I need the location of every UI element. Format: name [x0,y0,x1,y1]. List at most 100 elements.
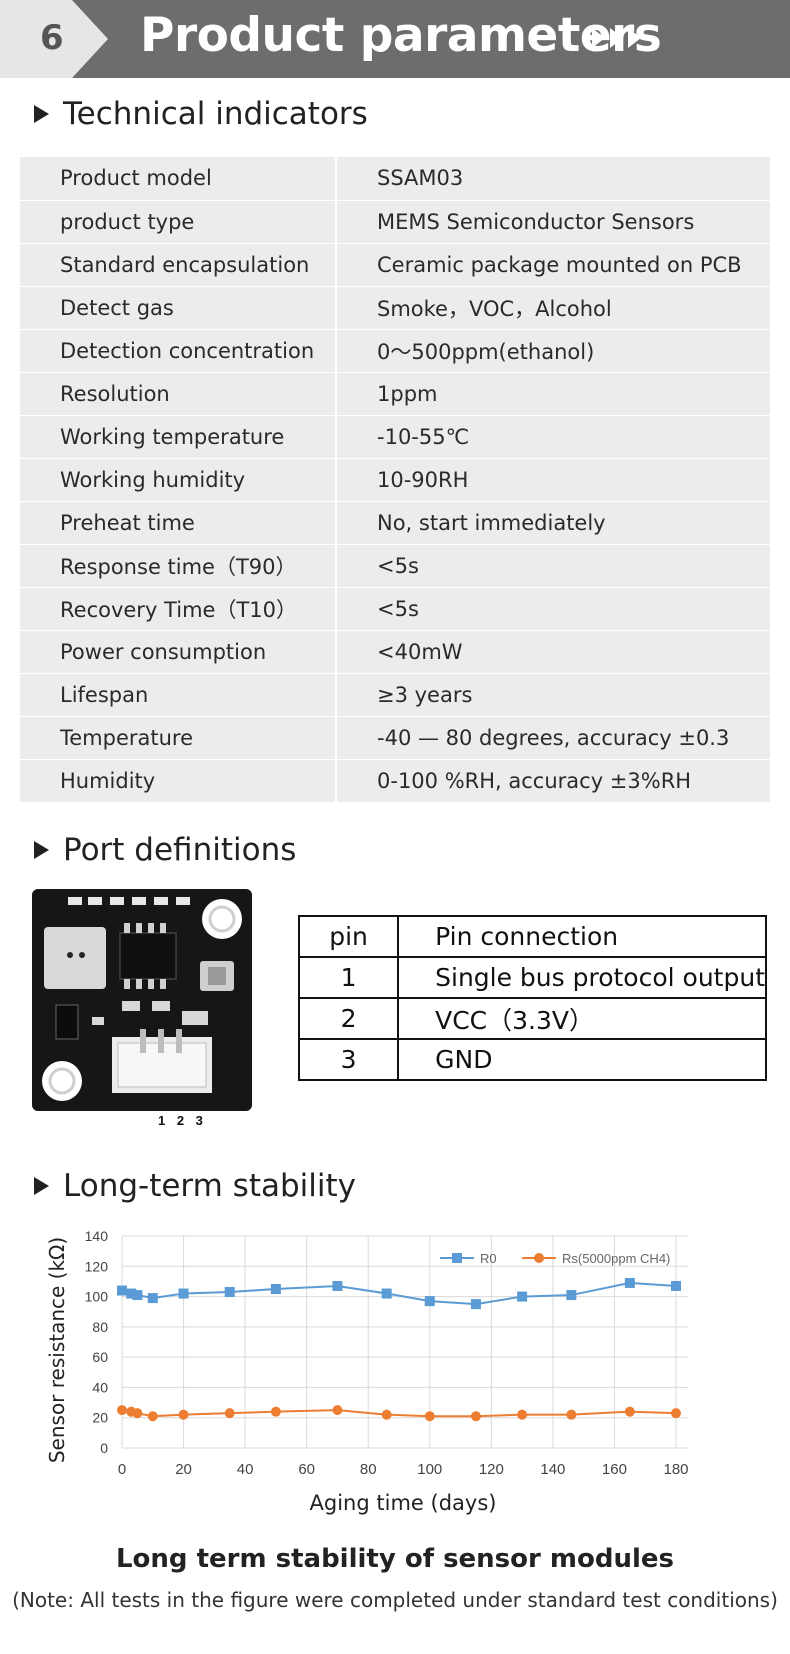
y-tick-label: 100 [85,1289,109,1305]
data-point [270,1284,281,1294]
spec-key: Working temperature [20,415,337,459]
x-tick-label: 40 [237,1461,254,1478]
triangle-right-icon [34,841,49,859]
data-point [117,1285,127,1296]
data-point [424,1411,435,1422]
y-tick-label: 140 [85,1228,109,1244]
spec-value: SSAM03 [336,157,770,201]
spec-value: MEMS Semiconductor Sensors [336,200,770,244]
data-point [381,1288,392,1299]
pin-number: 3 [297,1038,400,1081]
data-point [132,1290,143,1301]
data-point [470,1411,481,1422]
spec-key: Detection concentration [20,329,337,373]
series-line [121,1409,677,1418]
spec-key: product type [20,200,337,244]
spec-row: Working temperature-10-55℃ [20,415,770,459]
y-tick-label: 0 [100,1440,108,1456]
data-point [381,1409,392,1420]
spec-value: -10-55℃ [336,415,770,459]
x-tick-label: 140 [540,1461,565,1478]
y-tick-label: 120 [85,1258,109,1274]
triangle-right-icon [34,1177,49,1195]
pin-connection: GND [397,1038,767,1081]
section-stability-title: Long-term stability [63,1168,357,1204]
data-point [624,1277,635,1288]
spec-value: Smoke，VOC，Alcohol [336,286,770,330]
spec-key: Standard encapsulation [20,243,337,287]
legend-marker [452,1253,462,1263]
data-point [147,1411,158,1422]
spec-key: Preheat time [20,501,337,545]
x-tick-label: 120 [479,1461,504,1478]
pin-number: 1 [297,956,400,999]
pin-number: 2 [297,997,400,1040]
y-tick-label: 80 [92,1319,108,1335]
legend-marker [534,1253,544,1263]
spec-value: -40 — 80 degrees, accuracy ±0.3 [336,716,770,760]
sensor-board-image [32,889,252,1111]
data-point [147,1293,158,1304]
pin-connection: Single bus protocol output [397,956,767,999]
chart-note: (Note: All tests in the figure were comp… [12,1588,778,1612]
spec-value: <40mW [336,630,770,674]
data-point [224,1287,235,1298]
data-point [117,1405,127,1416]
spec-value: <5s [336,587,770,631]
y-tick-label: 40 [92,1379,108,1395]
chart-caption: Long term stability of sensor modules [115,1544,674,1574]
data-point [517,1409,528,1420]
spec-value: 0～500ppm(ethanol) [336,329,770,373]
page-title: Product parameters [140,8,662,63]
section-ports: Port definitions [34,832,296,868]
section-technical-title: Technical indicators [63,96,368,132]
section-number: 6 [40,18,64,58]
spec-key: Temperature [20,716,337,760]
spec-key: Product model [20,157,337,201]
spec-value: 10-90RH [336,458,770,502]
data-point [270,1406,281,1417]
data-point [178,1409,189,1420]
spec-key: Working humidity [20,458,337,502]
triangle-right-icon [34,105,49,123]
section-ports-title: Port definitions [63,832,297,868]
spec-key: Response time（T90） [20,544,337,588]
spec-key: Lifespan [20,673,337,717]
spec-row: Temperature-40 — 80 degrees, accuracy ±0… [20,716,770,760]
data-point [566,1290,577,1301]
spec-value: No, start immediately [336,501,770,545]
x-tick-label: 100 [417,1461,442,1478]
data-point [424,1296,435,1307]
legend-label: R0 [480,1251,497,1266]
section-stability: Long-term stability [34,1168,356,1204]
pin-connection: VCC（3.3V） [397,997,767,1040]
y-tick-label: 20 [92,1410,108,1426]
y-axis-label: Sensor resistance (kΩ) [45,1237,69,1463]
section-number-badge: 6 [0,0,110,78]
spec-value: 1ppm [336,372,770,416]
x-tick-label: 180 [663,1461,688,1478]
series-line [121,1281,677,1306]
data-point [332,1280,343,1291]
x-tick-label: 160 [602,1461,627,1478]
data-point [178,1288,189,1299]
x-tick-label: 60 [298,1461,315,1478]
spec-value: <5s [336,544,770,588]
spec-value: ≥3 years [336,673,770,717]
data-point [624,1406,635,1417]
y-tick-label: 60 [92,1349,108,1365]
pin-table-header: pin Pin connection [297,915,767,958]
data-point [224,1408,235,1419]
spec-key: Detect gas [20,286,337,330]
spec-row: Response time（T90）<5s [20,544,770,588]
spec-row: Recovery Time（T10）<5s [20,587,770,631]
data-point [517,1291,528,1302]
